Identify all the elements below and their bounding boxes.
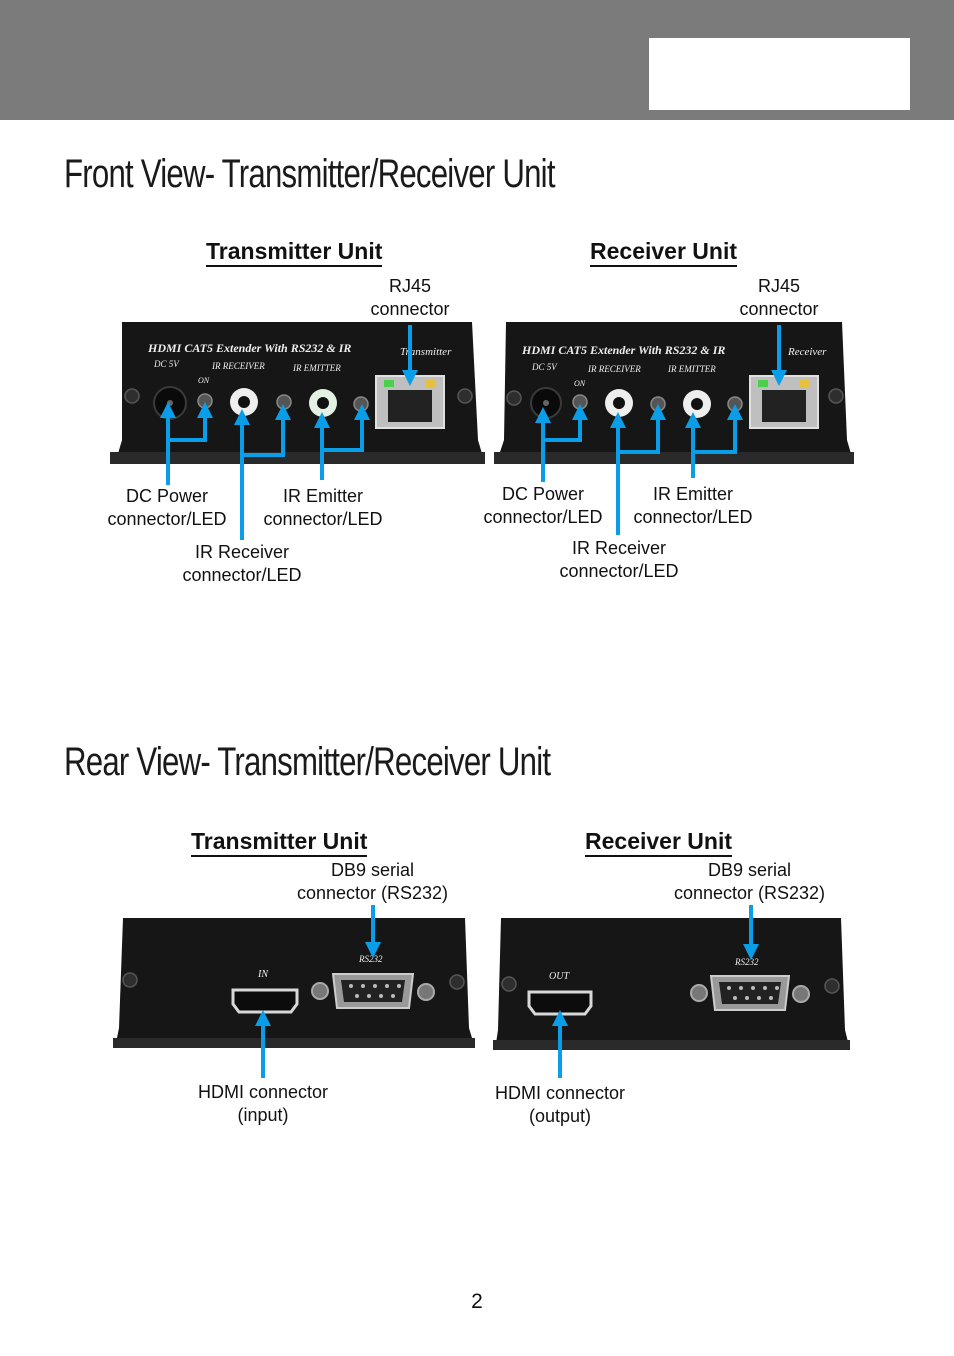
arrow-rx-ire-led xyxy=(693,404,743,454)
ir-emitter-text: IR EMITTER xyxy=(292,363,341,373)
label-tx-rj45: RJ45 connector xyxy=(370,276,450,319)
ir-receiver-text: IR RECEIVER xyxy=(587,364,641,374)
front-receiver-panel: HDMI CAT5 Extender With RS232 & IR Recei… xyxy=(494,322,854,464)
screw-icon xyxy=(311,982,329,1000)
screw-icon xyxy=(792,985,810,1003)
panel-tag: Receiver xyxy=(787,346,827,358)
panel-text: HDMI CAT5 Extender With RS232 & IR xyxy=(521,343,725,357)
label-tx-ir-emitter: IR Emitter connector/LED xyxy=(263,486,383,529)
label-rx-rj45: RJ45 connector xyxy=(739,276,819,319)
rear-receiver-panel: OUT RS232 xyxy=(493,918,850,1050)
label-tx-ir-receiver: IR Receiver connector/LED xyxy=(182,542,302,585)
label-rx-hdmi: HDMI connector (output) xyxy=(494,1083,626,1126)
screw-icon xyxy=(506,390,522,406)
arrow-tx-dc-led xyxy=(168,402,213,442)
label-tx-dc-power: DC Power connector/LED xyxy=(107,486,227,529)
label-rx-ir-receiver: IR Receiver connector/LED xyxy=(559,538,679,581)
ir-emitter-text: IR EMITTER xyxy=(667,364,716,374)
screw-icon xyxy=(122,972,138,988)
screw-icon xyxy=(417,983,435,1001)
rear-view-title: Rear View- Transmitter/Receiver Unit xyxy=(64,740,551,784)
hdmi-port-icon xyxy=(527,990,593,1016)
port-text: OUT xyxy=(549,971,570,982)
screw-icon xyxy=(824,978,840,994)
dc-5v-text: DC 5V xyxy=(531,362,558,372)
front-transmitter-title: Transmitter Unit xyxy=(206,238,383,267)
rear-callout-arrows xyxy=(255,905,759,1078)
screw-icon xyxy=(501,976,517,992)
arrow-tx-irr-led xyxy=(242,404,291,457)
arrow-rx-irr-led xyxy=(618,404,666,454)
rear-transmitter-title: Transmitter Unit xyxy=(191,828,368,857)
ir-receiver-text: IR RECEIVER xyxy=(211,361,265,371)
front-callout-arrows xyxy=(160,325,787,540)
port-text: IN xyxy=(257,969,269,980)
page-number: 2 xyxy=(471,1290,483,1313)
hdmi-port-icon xyxy=(231,988,299,1014)
label-tx-hdmi: HDMI connector (input) xyxy=(197,1082,329,1125)
screw-icon xyxy=(828,388,844,404)
label-rx-ir-emitter: IR Emitter connector/LED xyxy=(633,484,753,527)
panel-text: HDMI CAT5 Extender With RS232 & IR xyxy=(147,341,351,355)
header-label-box xyxy=(649,38,910,110)
on-text: ON xyxy=(574,379,586,388)
dc-5v-text: DC 5V xyxy=(153,359,180,369)
label-rx-db9: DB9 serial connector (RS232) xyxy=(673,860,826,903)
label-rx-dc-power: DC Power connector/LED xyxy=(483,484,603,527)
front-receiver-title: Receiver Unit xyxy=(590,238,738,267)
front-view-title: Front View- Transmitter/Receiver Unit xyxy=(64,152,555,196)
rs232-text: RS232 xyxy=(358,954,383,964)
rear-transmitter-panel: IN RS232 xyxy=(113,918,475,1048)
label-tx-db9: DB9 serial connector (RS232) xyxy=(296,860,449,903)
panel-tag: Transmitter xyxy=(400,346,452,358)
front-transmitter-panel: HDMI CAT5 Extender With RS232 & IR Trans… xyxy=(110,322,485,464)
arrow-rx-dc-led xyxy=(543,404,588,442)
arrow-tx-ire-led xyxy=(322,404,370,452)
screw-icon xyxy=(124,388,140,404)
rear-receiver-title: Receiver Unit xyxy=(585,828,733,857)
screw-icon xyxy=(457,388,473,404)
screw-icon xyxy=(449,974,465,990)
on-text: ON xyxy=(198,376,210,385)
screw-icon xyxy=(690,984,708,1002)
rs232-text: RS232 xyxy=(734,957,759,967)
